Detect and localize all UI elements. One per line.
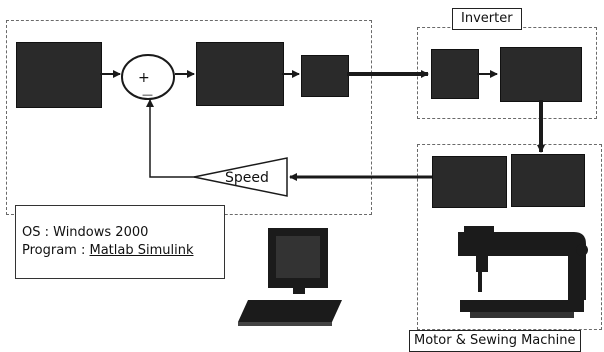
os-label: OS : Windows 2000 (22, 224, 224, 242)
program-line: Program : Matlab Simulink (22, 242, 224, 260)
computer-icon (238, 228, 342, 326)
sum-minus-sign: — (142, 88, 153, 101)
info-box: OS : Windows 2000 Program : Matlab Simul… (15, 205, 225, 279)
program-value: Matlab Simulink (90, 243, 194, 258)
speed-gain-label: Speed (225, 170, 269, 186)
program-label: Program : (22, 243, 90, 258)
sum-plus-sign: + (138, 70, 150, 86)
wire-speed-to-sum (150, 100, 197, 177)
sewing-machine-icon (458, 226, 588, 318)
